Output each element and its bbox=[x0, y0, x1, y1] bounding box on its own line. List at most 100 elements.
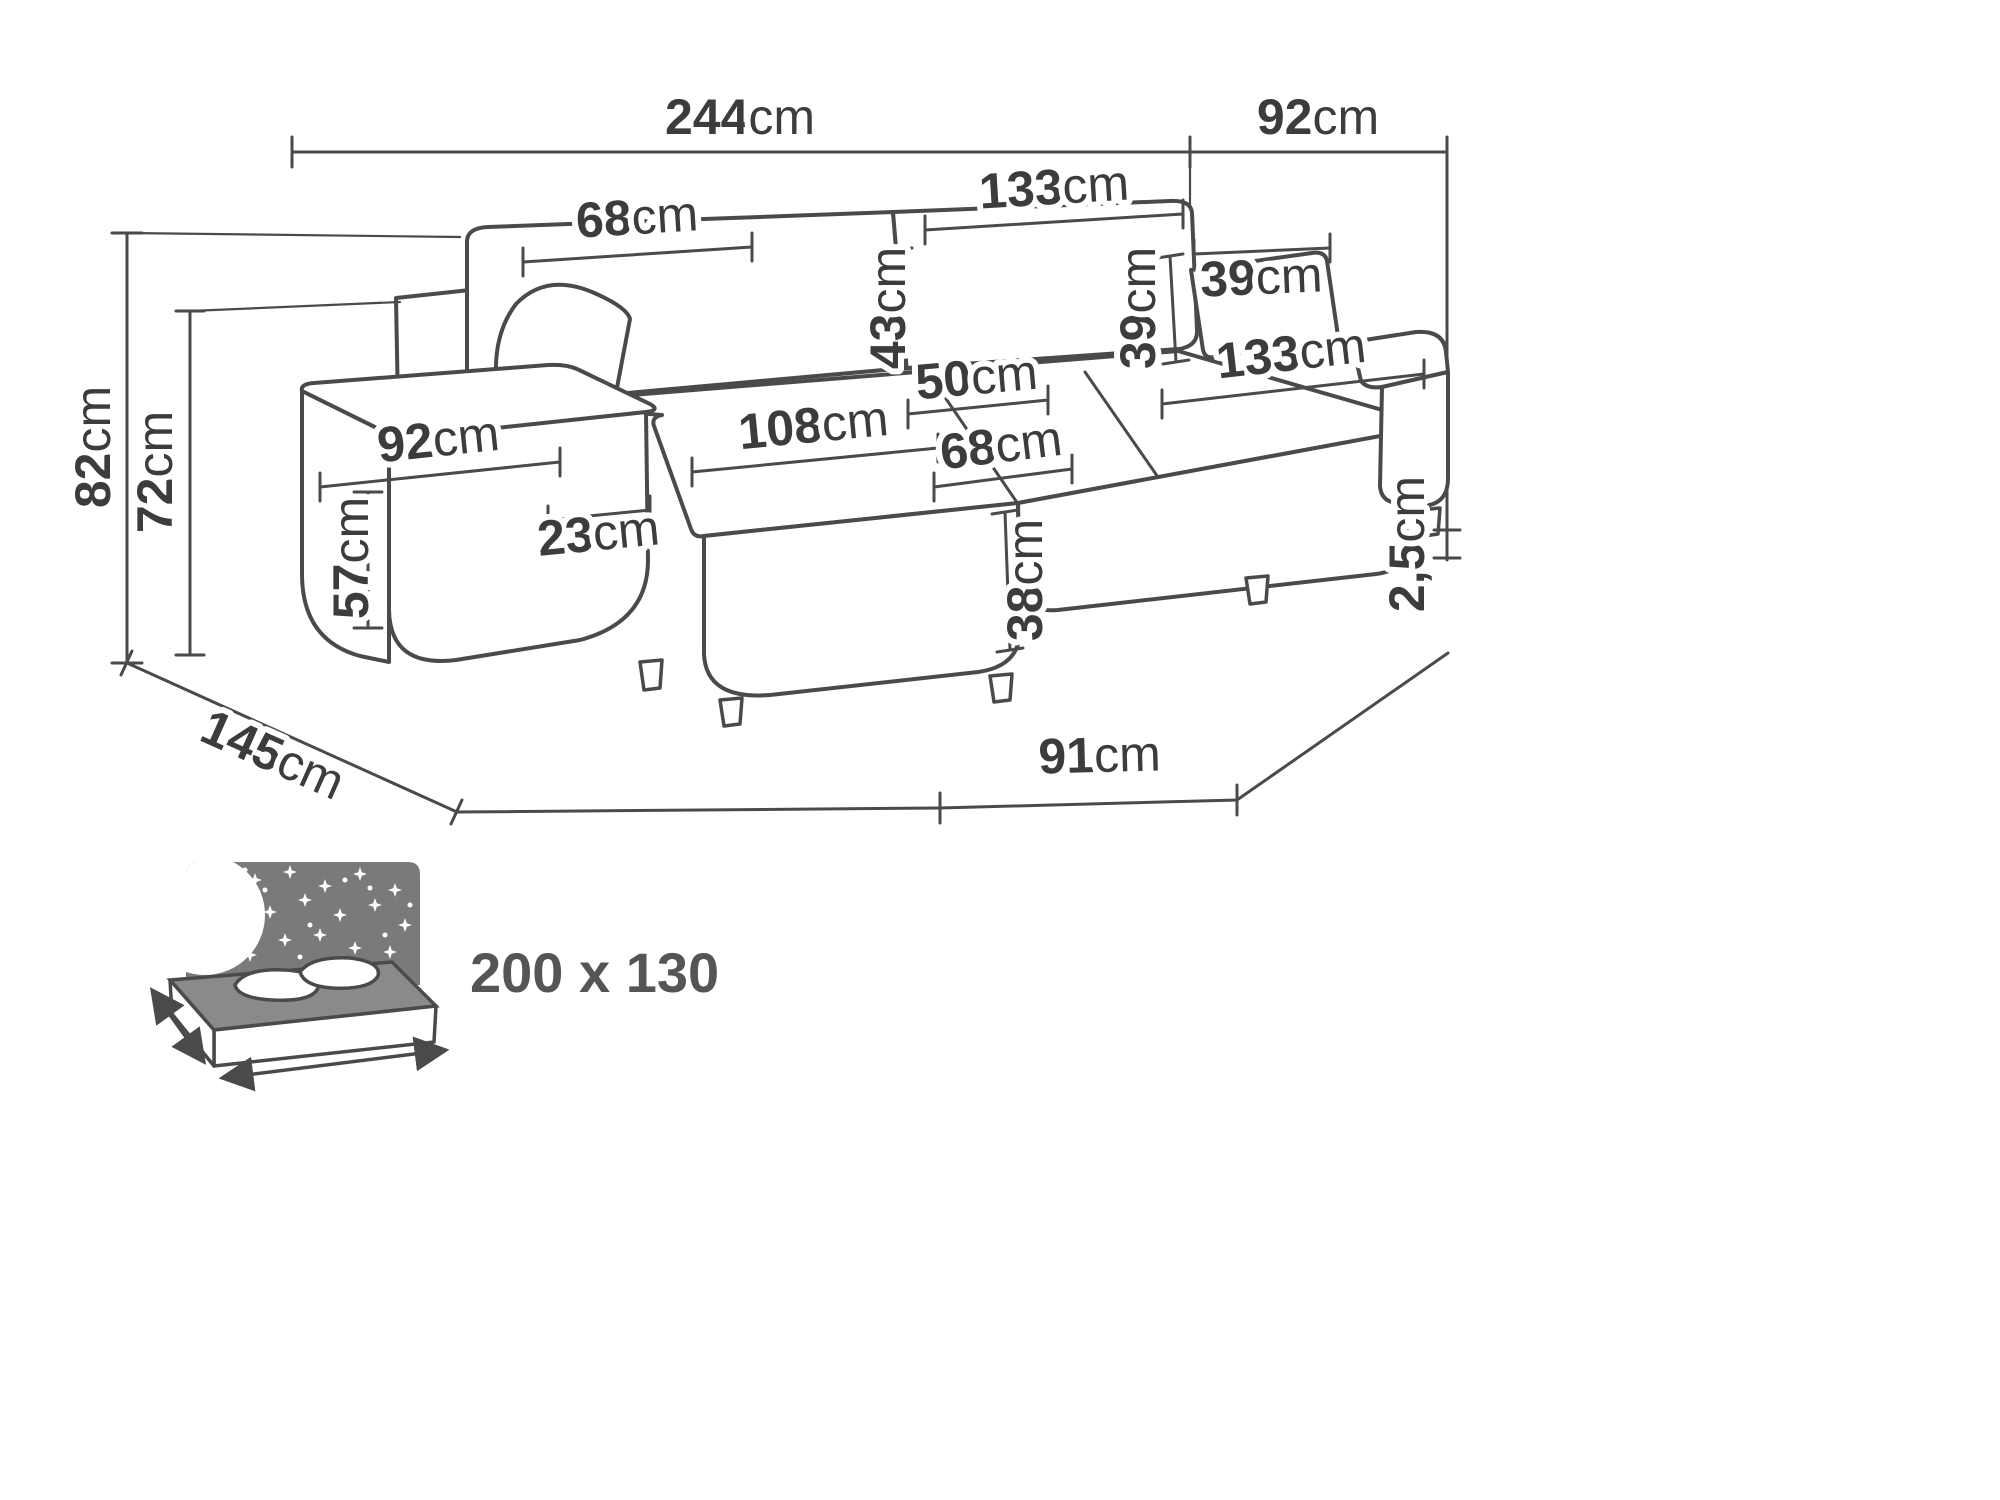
sofa-leg bbox=[1244, 574, 1270, 606]
dim-line bbox=[1432, 528, 1462, 560]
dim-label: 244cm bbox=[665, 89, 815, 145]
dim-label: 133cm bbox=[977, 155, 1130, 220]
dim-value: 244 bbox=[665, 89, 749, 145]
dim-value: 133 bbox=[977, 159, 1064, 220]
dimension-backrest-height: 43cm bbox=[854, 241, 922, 375]
dim-value: 91 bbox=[1038, 727, 1095, 784]
floor-right-diagonal-line bbox=[1235, 651, 1450, 802]
dim-line bbox=[1155, 252, 1191, 366]
right-pillow bbox=[1189, 250, 1340, 360]
dim-line bbox=[318, 446, 562, 503]
dim-unit: cm bbox=[969, 344, 1040, 406]
dim-line bbox=[1160, 358, 1426, 420]
dim-value: 68 bbox=[937, 418, 999, 480]
dim-line bbox=[884, 246, 922, 372]
dim-unit: cm bbox=[1296, 317, 1369, 380]
dim-label: 82cm bbox=[65, 386, 121, 508]
dim-unit: cm bbox=[65, 386, 121, 453]
dim-label: 68cm bbox=[937, 410, 1065, 480]
dim-unit: cm bbox=[1061, 155, 1131, 215]
dim-line bbox=[690, 432, 940, 488]
dim-label: 92cm bbox=[374, 405, 501, 473]
dim-label: 92cm bbox=[1257, 89, 1379, 145]
dim-value: 92 bbox=[374, 412, 435, 474]
dim-line bbox=[906, 384, 1050, 430]
sofa-leg bbox=[988, 672, 1014, 704]
dimension-chaise-seat-length: 108cm bbox=[690, 384, 940, 488]
dimension-depth-total: 92cm bbox=[1188, 83, 1449, 169]
dim-unit: cm bbox=[630, 185, 700, 245]
dim-value: 39 bbox=[1110, 314, 1166, 370]
dim-line bbox=[119, 649, 464, 826]
dim-line bbox=[521, 231, 754, 278]
dim-unit: cm bbox=[997, 519, 1053, 586]
sofa-leg bbox=[638, 658, 664, 692]
dim-extension-line bbox=[188, 300, 402, 313]
dim-value: 23 bbox=[535, 506, 596, 567]
dim-value: 133 bbox=[1213, 324, 1302, 389]
dim-value: 82 bbox=[65, 453, 121, 509]
dimension-pillow-height: 39cm bbox=[1104, 241, 1191, 375]
dim-label: 50cm bbox=[913, 344, 1040, 410]
length-arrow bbox=[218, 1036, 450, 1092]
dimension-height-seat-back: 72cm bbox=[121, 300, 402, 657]
chaise-front-face bbox=[702, 501, 1023, 698]
sofa-leg bbox=[718, 696, 744, 728]
dimension-depth-front: 91cm bbox=[938, 719, 1239, 825]
dim-unit: cm bbox=[992, 410, 1065, 474]
dim-unit: cm bbox=[127, 411, 183, 478]
width-arrow bbox=[149, 987, 207, 1065]
dimension-clearance: 2,5cm bbox=[1373, 470, 1462, 618]
dimension-chaise-width: 92cm bbox=[318, 399, 562, 503]
dim-line bbox=[1192, 232, 1332, 270]
dim-value: 2,5 bbox=[1379, 543, 1435, 613]
dim-unit: cm bbox=[1093, 725, 1161, 783]
dim-unit: cm bbox=[590, 499, 662, 561]
sleeping-area-size: 200 x 130 bbox=[470, 941, 719, 1004]
dimension-armrest-height: 57cm bbox=[317, 490, 385, 630]
dim-unit: cm bbox=[1312, 89, 1379, 145]
dim-line bbox=[923, 198, 1185, 246]
dim-unit: cm bbox=[1379, 476, 1435, 543]
right-armrest-body bbox=[1378, 370, 1450, 509]
dim-value: 72 bbox=[127, 478, 183, 534]
moon-shape bbox=[186, 862, 265, 975]
dimension-seat-height: 38cm bbox=[990, 508, 1059, 654]
dim-unit: cm bbox=[323, 497, 379, 564]
dim-line bbox=[174, 309, 206, 657]
dim-unit: cm bbox=[748, 89, 815, 145]
dim-value: 39 bbox=[1199, 249, 1257, 307]
dimension-backrest-right-width: 133cm bbox=[923, 149, 1185, 246]
dim-line bbox=[990, 508, 1025, 654]
dim-label: 2,5cm bbox=[1379, 476, 1435, 612]
dim-value: 108 bbox=[736, 396, 824, 460]
dim-label: 145cm bbox=[193, 698, 353, 810]
dim-line bbox=[938, 783, 1239, 825]
stars bbox=[242, 865, 413, 962]
dim-label: 57cm bbox=[323, 497, 379, 619]
pillow-right bbox=[298, 956, 381, 990]
dimension-backrest-left-width: 68cm bbox=[521, 179, 754, 278]
dim-line bbox=[546, 494, 652, 536]
dim-unit: cm bbox=[860, 247, 916, 314]
dim-extension-line bbox=[125, 231, 462, 239]
dim-label: 72cm bbox=[127, 411, 183, 533]
dim-line bbox=[1188, 135, 1449, 169]
dim-unit: cm bbox=[1255, 246, 1324, 305]
dimension-armrest-width: 23cm bbox=[529, 493, 668, 572]
backrest-right-outline bbox=[891, 198, 1200, 370]
dim-value: 43 bbox=[860, 314, 916, 370]
pillow-left bbox=[233, 968, 320, 1002]
dim-value: 68 bbox=[574, 189, 633, 248]
dim-line bbox=[352, 490, 384, 630]
dim-value: 50 bbox=[913, 350, 973, 411]
dim-label: 39cm bbox=[1110, 247, 1166, 369]
left-armrest-top bbox=[299, 362, 657, 440]
right-front-face bbox=[1016, 430, 1410, 613]
dim-value: 92 bbox=[1257, 89, 1313, 145]
dim-label: 91cm bbox=[1038, 725, 1162, 784]
dim-label: 108cm bbox=[736, 390, 891, 460]
dim-line bbox=[932, 453, 1074, 503]
